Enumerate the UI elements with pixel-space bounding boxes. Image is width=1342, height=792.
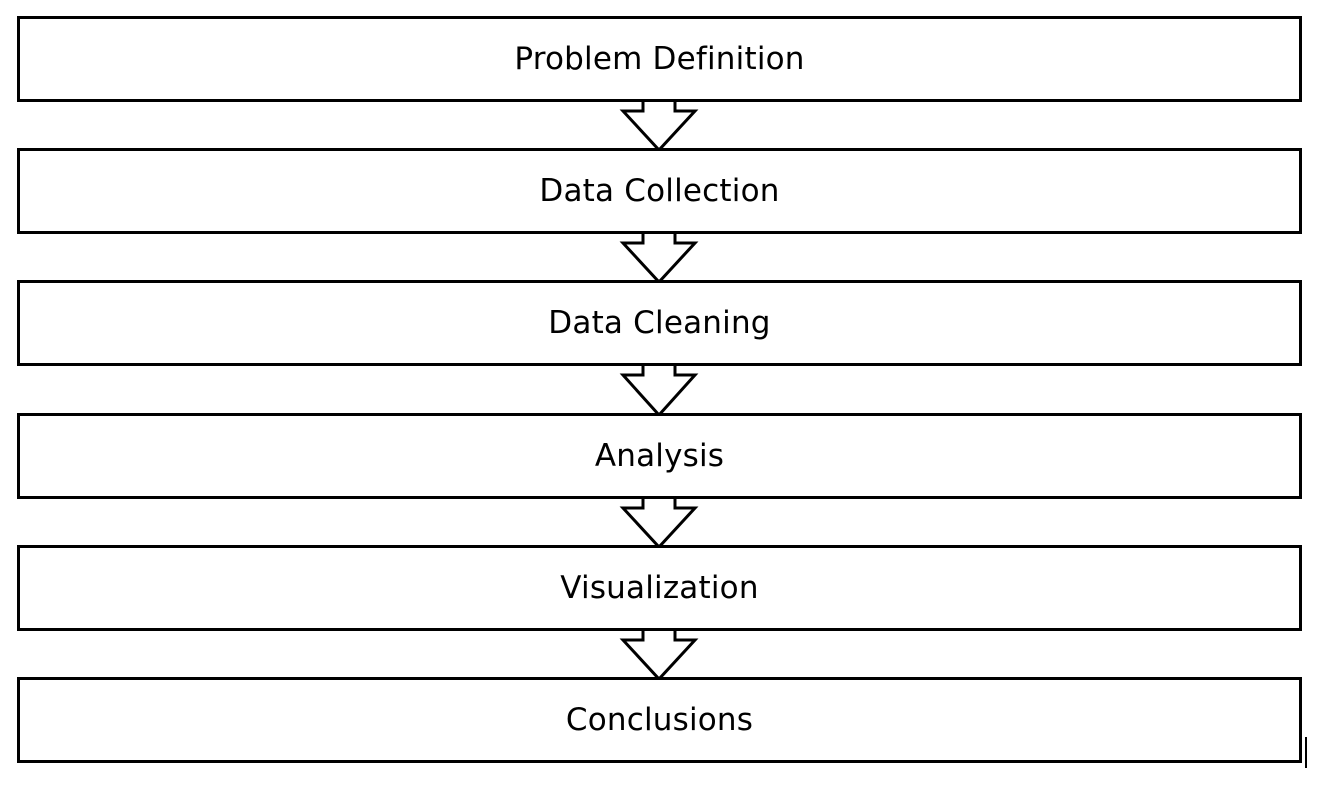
hollow-down-arrow-icon <box>619 231 699 285</box>
step-label: Data Collection <box>539 173 780 209</box>
step-conclusions: Conclusions <box>17 677 1302 763</box>
step-label: Visualization <box>560 570 759 606</box>
hollow-down-arrow-icon <box>619 99 699 153</box>
step-data-collection: Data Collection <box>17 148 1302 234</box>
step-data-cleaning: Data Cleaning <box>17 280 1302 366</box>
step-problem-definition: Problem Definition <box>17 16 1302 102</box>
text-cursor-mark <box>1305 737 1307 768</box>
hollow-down-arrow-icon <box>619 363 699 418</box>
step-label: Analysis <box>594 438 725 474</box>
step-analysis: Analysis <box>17 413 1302 499</box>
step-label: Conclusions <box>565 702 754 738</box>
step-label: Problem Definition <box>514 41 805 77</box>
hollow-down-arrow-icon <box>619 496 699 550</box>
step-visualization: Visualization <box>17 545 1302 631</box>
step-label: Data Cleaning <box>548 305 771 341</box>
hollow-down-arrow-icon <box>619 628 699 682</box>
